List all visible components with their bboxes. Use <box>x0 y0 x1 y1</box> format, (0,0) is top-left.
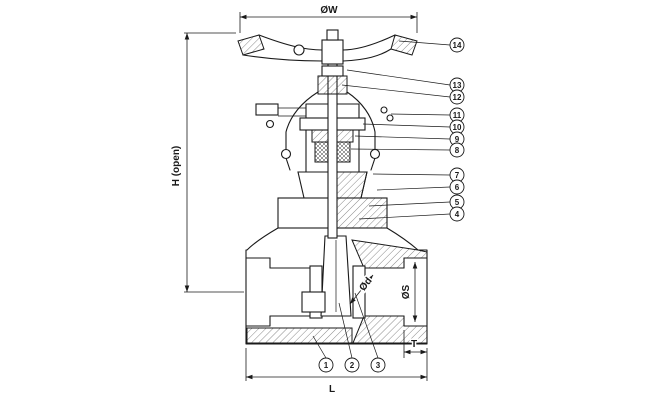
wheel-diameter-label: ØW <box>320 5 338 16</box>
yoke-bushing <box>317 75 348 95</box>
svg-text:14: 14 <box>453 41 462 50</box>
callout-3: 3 <box>370 357 386 373</box>
yoke-pin-right <box>369 148 381 160</box>
svg-text:8: 8 <box>455 146 460 155</box>
height-open-label: H (open) <box>171 146 182 187</box>
socket-depth-label: T <box>411 339 417 350</box>
yoke-pin-left <box>280 148 292 160</box>
svg-text:12: 12 <box>453 93 462 102</box>
handwheel <box>237 29 418 65</box>
callout-14: 14 <box>449 37 465 53</box>
svg-text:10: 10 <box>453 123 462 132</box>
yoke-bolt <box>386 114 394 122</box>
stem-locknut <box>321 65 344 77</box>
gland-eyebolt-nut <box>255 103 279 116</box>
svg-text:2: 2 <box>350 361 355 370</box>
svg-text:9: 9 <box>455 135 460 144</box>
callout-6: 6 <box>449 179 465 195</box>
callout-4: 4 <box>449 206 465 222</box>
svg-text:1: 1 <box>324 361 329 370</box>
callout-12: 12 <box>449 89 465 105</box>
valve-body <box>245 227 428 345</box>
svg-text:7: 7 <box>455 171 460 180</box>
svg-text:11: 11 <box>453 111 462 120</box>
body-guide <box>301 291 326 313</box>
handwheel-hub <box>321 39 344 65</box>
callout-2: 2 <box>344 357 360 373</box>
callout-8: 8 <box>449 142 465 158</box>
callout-1: 1 <box>318 357 334 373</box>
body-section-upper <box>351 239 428 269</box>
handwheel-spoke-hole <box>293 44 305 56</box>
dim-socket-depth: T <box>403 330 427 358</box>
yoke-assembly <box>255 91 394 171</box>
handwheel-rim-left <box>237 34 265 56</box>
svg-text:6: 6 <box>455 183 460 192</box>
callouts: 14 13 12 11 10 9 8 7 6 5 4 1 2 3 <box>318 37 465 373</box>
handwheel-rim-right <box>390 34 418 56</box>
svg-text:4: 4 <box>455 210 460 219</box>
svg-text:3: 3 <box>376 361 381 370</box>
callout-leaders <box>312 40 451 359</box>
dim-wheel-diameter: ØW <box>239 4 418 33</box>
callout-10: 10 <box>449 119 465 135</box>
svg-text:13: 13 <box>453 81 462 90</box>
handwheel-nut <box>326 29 339 41</box>
dim-socket-diameter: ØS <box>400 262 418 322</box>
dim-height-open: H (open) <box>170 32 244 293</box>
dim-end-to-end: L <box>245 348 428 397</box>
svg-text:5: 5 <box>455 198 460 207</box>
yoke-bolt <box>380 106 388 114</box>
end-to-end-label: L <box>329 384 335 395</box>
socket-diameter-label: ØS <box>401 284 412 299</box>
